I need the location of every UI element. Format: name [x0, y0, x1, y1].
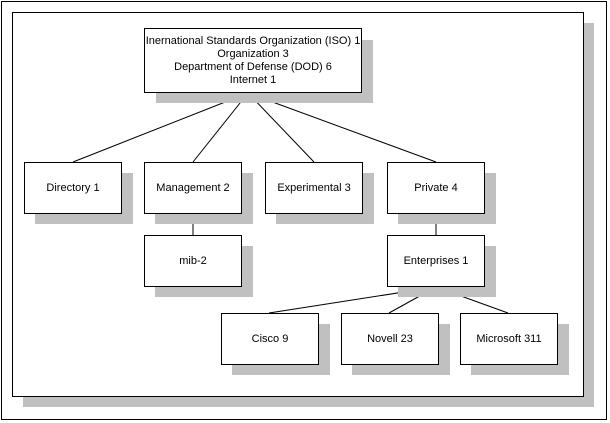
enterprises-node: Enterprises 1: [387, 235, 485, 287]
directory-node: Directory 1: [24, 162, 122, 214]
cisco-node: Cisco 9: [221, 313, 319, 365]
novell-label: Novell 23: [367, 332, 413, 345]
connector-root-private: [247, 92, 437, 163]
mib2-label: mib-2: [179, 254, 207, 267]
connector-root-management: [192, 92, 249, 163]
root-line-organization: Organization 3: [217, 47, 289, 60]
microsoft-node: Microsoft 311: [460, 313, 558, 365]
directory-label: Directory 1: [46, 181, 100, 194]
experimental-label: Experimental 3: [277, 181, 351, 194]
connector-root-experimental: [247, 92, 315, 163]
root-line-internet: Internet 1: [229, 73, 277, 86]
private-label: Private 4: [414, 181, 458, 194]
microsoft-label: Microsoft 311: [476, 332, 542, 345]
cisco-label: Cisco 9: [251, 332, 289, 345]
root-node: Inernational Standards Organization (ISO…: [144, 28, 362, 93]
novell-node: Novell 23: [341, 313, 439, 365]
management-label: Management 2: [156, 181, 230, 194]
mib2-node: mib-2: [144, 235, 242, 287]
enterprises-label: Enterprises 1: [403, 254, 469, 267]
root-line-dod: Department of Defense (DOD) 6: [174, 60, 332, 73]
root-line-iso: Inernational Standards Organization (ISO…: [145, 34, 361, 47]
experimental-node: Experimental 3: [265, 162, 363, 214]
private-node: Private 4: [387, 162, 485, 214]
connector-root-directory: [72, 92, 249, 163]
management-node: Management 2: [144, 162, 242, 214]
